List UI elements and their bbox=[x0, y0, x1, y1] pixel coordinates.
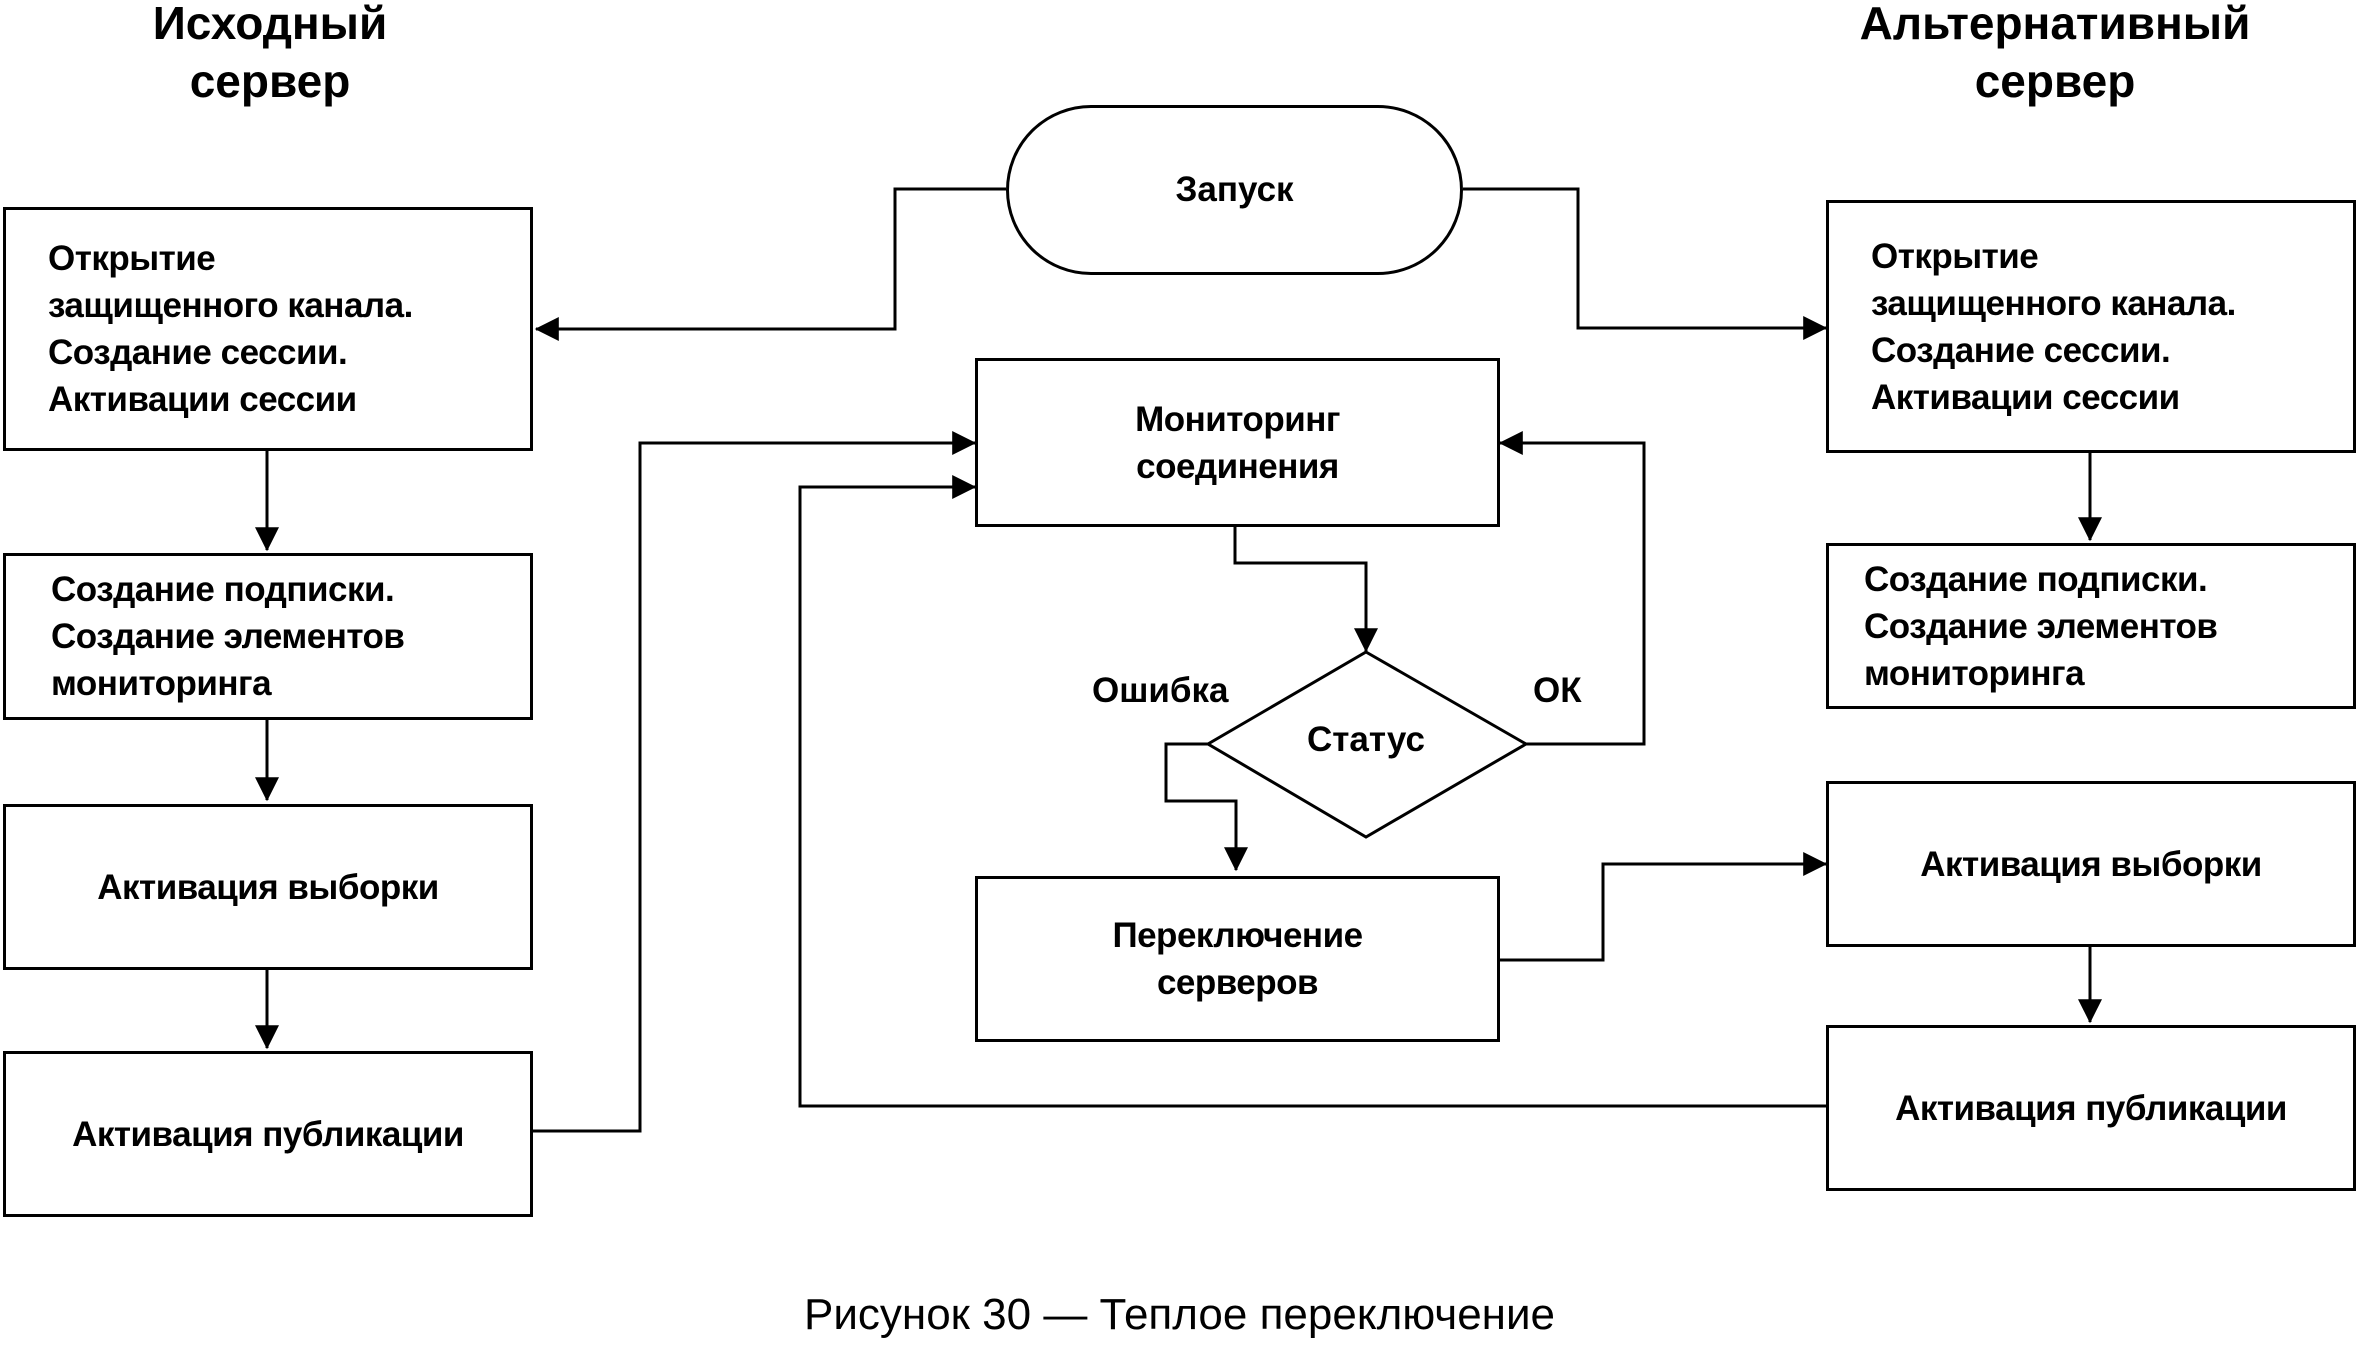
heading-alternative-line-2: сервер bbox=[1974, 55, 2136, 107]
left-open-channel-line-3: Создание сессии. bbox=[48, 333, 348, 372]
connector-left-publish-to-monitor bbox=[533, 431, 977, 1133]
switch-line-1: Переключение bbox=[1112, 916, 1363, 955]
connector-ok-loop bbox=[1498, 431, 1646, 746]
status-label: Статус bbox=[1307, 720, 1425, 759]
monitoring-line-1: Мониторинг bbox=[1135, 399, 1340, 439]
heading-source-line-1: Исходный bbox=[152, 0, 388, 49]
right-open-channel-line-3: Создание сессии. bbox=[1871, 330, 2171, 370]
error-branch-label: Ошибка bbox=[1092, 671, 1229, 710]
monitoring-line-2: соединения bbox=[1136, 446, 1339, 486]
left-subscription-line-2: Создание элементов bbox=[51, 617, 405, 656]
heading-source-line-2: сервер bbox=[189, 55, 351, 107]
connector-error-to-switch bbox=[1164, 742, 1248, 872]
switch-line-2: серверов bbox=[1156, 963, 1319, 1002]
right-publishing-box: Активация публикации bbox=[1826, 1025, 2356, 1191]
left-sampling-box: Активация выборки bbox=[3, 804, 533, 970]
right-publishing-label: Активация публикации bbox=[1895, 1088, 2287, 1128]
right-subscription-line-2: Создание элементов bbox=[1864, 606, 2218, 646]
left-open-channel-line-1: Открытие bbox=[48, 239, 216, 278]
connector-switch-to-right-sampling bbox=[1500, 852, 1828, 962]
left-sampling-label: Активация выборки bbox=[97, 867, 439, 907]
left-publishing-box: Активация публикации bbox=[3, 1051, 533, 1217]
start-terminal: Запуск bbox=[1006, 105, 1463, 275]
left-publishing-label: Активация публикации bbox=[72, 1114, 464, 1154]
switch-servers-box: Переключение серверов bbox=[975, 876, 1500, 1042]
right-subscription-box: Создание подписки. Создание элементов мо… bbox=[1826, 543, 2356, 709]
right-subscription-line-1: Создание подписки. bbox=[1864, 559, 2208, 599]
connector-start-to-right bbox=[1463, 187, 1828, 340]
right-open-channel-box: Открытие защищенного канала. Создание се… bbox=[1826, 200, 2356, 453]
left-open-channel-line-2: защищенного канала. bbox=[48, 286, 413, 325]
right-sampling-label: Активация выборки bbox=[1920, 844, 2262, 884]
heading-source-server: Исходный сервер bbox=[105, 0, 435, 110]
right-open-channel-line-2: защищенного канала. bbox=[1871, 283, 2236, 323]
figure-caption: Рисунок 30 — Теплое переключение bbox=[803, 1290, 1556, 1339]
left-subscription-line-1: Создание подписки. bbox=[51, 570, 395, 609]
start-terminal-label: Запуск bbox=[1175, 170, 1294, 209]
right-open-channel-line-1: Открытие bbox=[1871, 236, 2039, 276]
ok-branch-label: ОК bbox=[1533, 671, 1582, 710]
status-decision-diamond bbox=[1205, 650, 1529, 839]
left-open-channel-line-4: Активации сессии bbox=[48, 380, 357, 419]
heading-alternative-server: Альтернативный сервер bbox=[1800, 0, 2310, 110]
left-subscription-box: Создание подписки. Создание элементов мо… bbox=[3, 553, 533, 720]
right-sampling-box: Активация выборки bbox=[1826, 781, 2356, 947]
left-open-channel-box: Открытие защищенного канала. Создание се… bbox=[3, 207, 533, 451]
right-subscription-line-3: мониторинга bbox=[1864, 653, 2085, 693]
monitoring-box: Мониторинг соединения bbox=[975, 358, 1500, 527]
connector-start-to-left bbox=[534, 187, 1006, 341]
connector-right-publish-to-monitor bbox=[798, 475, 1826, 1108]
right-open-channel-line-4: Активации сессии bbox=[1871, 377, 2180, 417]
left-subscription-line-3: мониторинга bbox=[51, 664, 272, 703]
connector-monitor-to-status bbox=[1233, 527, 1378, 653]
heading-alternative-line-1: Альтернативный bbox=[1859, 0, 2251, 49]
